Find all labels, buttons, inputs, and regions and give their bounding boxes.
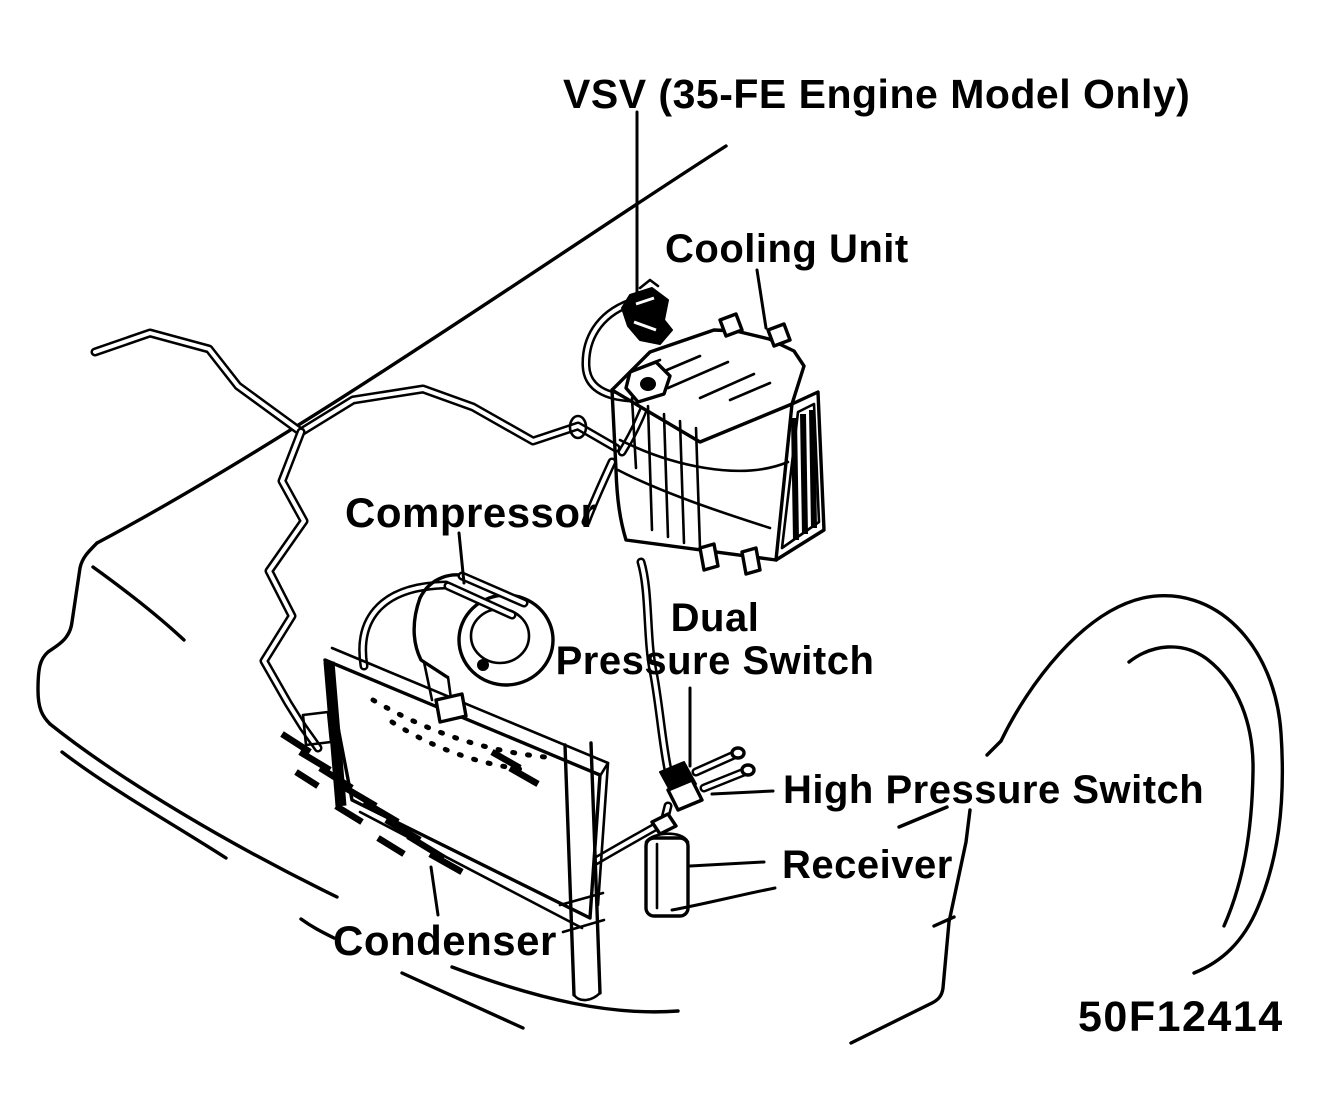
liquid-pipe-left (259, 427, 323, 753)
condenser-dashed-arc (370, 697, 548, 760)
dual-pressure-switch-label-line2: Pressure Switch (555, 639, 875, 684)
compressor-leader (457, 531, 466, 585)
condenser-fins-hatching (280, 731, 540, 875)
receiver-top-fitting (650, 812, 678, 836)
vsv-drawing (621, 278, 673, 404)
cooling-unit-ribs (630, 396, 702, 550)
pipe-fitting-ring (568, 414, 588, 440)
cooling-unit-label: Cooling Unit (665, 227, 909, 271)
dual-pressure-switch-label-line1: Dual (670, 596, 760, 640)
cooling-unit-clip (766, 322, 792, 348)
condenser-drawing (280, 646, 610, 1002)
compressor-drawing (412, 571, 555, 724)
pressure-switch-drawing (659, 746, 756, 812)
cooling-unit-drawing (610, 312, 826, 576)
high-pressure-switch-leader (710, 789, 775, 796)
grille-slats (791, 409, 817, 541)
receiver-leader-curve (670, 886, 777, 912)
receiver-leader (688, 860, 766, 868)
high-pressure-switch-label: High Pressure Switch (783, 768, 1205, 812)
cooling-unit-foot (698, 542, 720, 572)
compressor-label: Compressor (345, 489, 598, 536)
vsv-label: VSV (35-FE Engine Model Only) (563, 71, 1191, 117)
dual-pressure-switch-label: Dual Pressure Switch (545, 596, 885, 684)
condenser-right-channel (563, 743, 576, 997)
cooling-unit-clip (718, 312, 744, 338)
receiver-label: Receiver (782, 843, 953, 887)
leader-lines (429, 110, 777, 917)
condenser-leader (429, 865, 440, 917)
vehicle-body-outline (36, 144, 1003, 1045)
receiver-drawing (644, 812, 690, 918)
condenser-label: Condenser (333, 917, 557, 964)
figure-code: 50F12414 (1078, 993, 1284, 1041)
cooling-unit-leader (755, 268, 768, 330)
wheel-arch (999, 594, 1285, 975)
pipe-clamp (301, 710, 333, 747)
cooling-unit-foot (740, 546, 762, 576)
compressor-hose (358, 580, 451, 671)
